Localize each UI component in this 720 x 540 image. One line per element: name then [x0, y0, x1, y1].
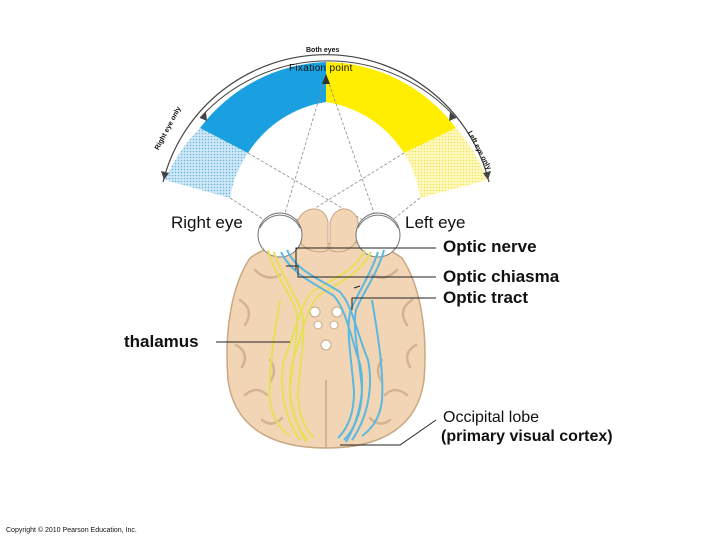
primary-visual-cortex-label: (primary visual cortex) — [441, 428, 613, 445]
copyright-text: Copyright © 2010 Pearson Education, Inc. — [6, 527, 137, 534]
frontal-lobe-left — [297, 208, 329, 253]
left-eyeball — [355, 212, 401, 258]
left-eye-only-field — [404, 128, 487, 198]
right-eye-only-field — [165, 128, 248, 198]
optic-tract-label: Optic tract — [443, 288, 529, 307]
right-eyeball — [257, 212, 303, 258]
fixation-point-label: Fixation point — [289, 63, 353, 74]
occipital-lobe-label: Occipital lobe — [443, 409, 540, 426]
left-field-pathway — [267, 249, 372, 443]
optic-tract-leader — [351, 297, 436, 310]
brain — [226, 208, 426, 449]
left-visual-field — [326, 62, 456, 153]
outer-field-arc — [162, 54, 490, 183]
optic-nerve-leader — [295, 247, 436, 270]
both-eyes-label: Both eyes — [306, 47, 340, 54]
right-eye-label: Right eye — [171, 213, 243, 232]
leader-lines — [216, 247, 437, 446]
visual-field — [161, 54, 491, 198]
right-field-pathway — [280, 249, 385, 443]
left-eye-label: Left eye — [405, 213, 466, 232]
fixation-point-marker — [322, 74, 330, 84]
right-visual-field — [200, 62, 326, 153]
optic-chiasma-leader — [286, 265, 436, 278]
optic-chiasma-label: Optic chiasma — [443, 267, 560, 286]
occipital-lobe-leader — [340, 419, 437, 446]
optic-nerve-label: Optic nerve — [443, 237, 537, 256]
thalamus-label: thalamus — [124, 332, 199, 351]
both-eyes-arc — [199, 60, 457, 119]
